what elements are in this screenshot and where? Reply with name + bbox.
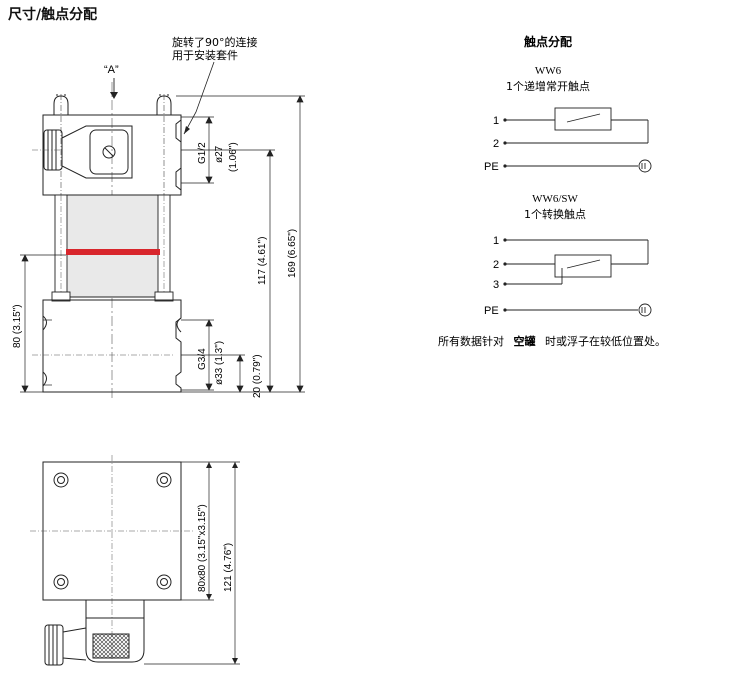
dim-d27: ø27 bbox=[214, 145, 225, 163]
ww6sw-desc: 1个转换触点 bbox=[524, 207, 586, 221]
ww6-pin2: 2 bbox=[493, 138, 499, 150]
contacts-title: 触点分配 bbox=[524, 34, 572, 49]
ww6-pe: PE bbox=[484, 161, 499, 173]
note-bold: 空罐 bbox=[514, 334, 536, 348]
top-view bbox=[30, 455, 240, 666]
callout-leader bbox=[183, 61, 215, 135]
note-text: 所有数据针对 空罐 时或浮子在较低位置处。 bbox=[438, 334, 666, 348]
tube-section bbox=[51, 194, 174, 302]
dim-g34: G3/4 bbox=[197, 348, 208, 370]
float-band bbox=[66, 249, 160, 255]
ww6-desc: 1个递增常开触点 bbox=[506, 79, 590, 93]
ww6sw-pin1: 1 bbox=[493, 235, 499, 247]
connector-plug bbox=[43, 125, 133, 179]
ww6sw-pin2: 2 bbox=[493, 259, 499, 271]
dim-106: (1.06") bbox=[228, 142, 239, 172]
ww6sw-circuit bbox=[505, 239, 652, 317]
dim-20: 20 (0.79") bbox=[252, 354, 263, 398]
ww6-code: WW6 bbox=[535, 65, 562, 77]
ww6sw-pin3: 3 bbox=[493, 279, 499, 291]
dim-80: 80 (3.15") bbox=[12, 304, 23, 348]
dim-117: 117 (4.61") bbox=[257, 237, 268, 285]
note-suffix: 时或浮子在较低位置处。 bbox=[545, 334, 666, 348]
bottom-housing bbox=[32, 149, 182, 393]
ww6sw-code: WW6/SW bbox=[532, 193, 578, 205]
callout-text-1: 旋转了90°的连接 bbox=[172, 35, 258, 49]
page-title: 尺寸/触点分配 bbox=[8, 7, 98, 23]
dim-d33: ø33 (1.3") bbox=[214, 341, 225, 385]
ww6-pin1: 1 bbox=[493, 115, 499, 127]
dim-g12: G1/2 bbox=[197, 142, 208, 164]
dimension-lines bbox=[20, 95, 305, 393]
view-a-arrow bbox=[110, 92, 118, 99]
ww6-circuit bbox=[505, 107, 652, 173]
callout-text-2: 用于安装套件 bbox=[172, 48, 238, 62]
dim-121: 121 (4.76") bbox=[223, 543, 234, 592]
view-a-label: “A” bbox=[104, 64, 119, 76]
note-prefix: 所有数据针对 bbox=[438, 334, 504, 348]
dim-169: 169 (6.65") bbox=[287, 229, 298, 278]
ww6sw-pe: PE bbox=[484, 305, 499, 317]
dim-80x80: 80x80 (3.15"x3.15") bbox=[197, 504, 208, 592]
